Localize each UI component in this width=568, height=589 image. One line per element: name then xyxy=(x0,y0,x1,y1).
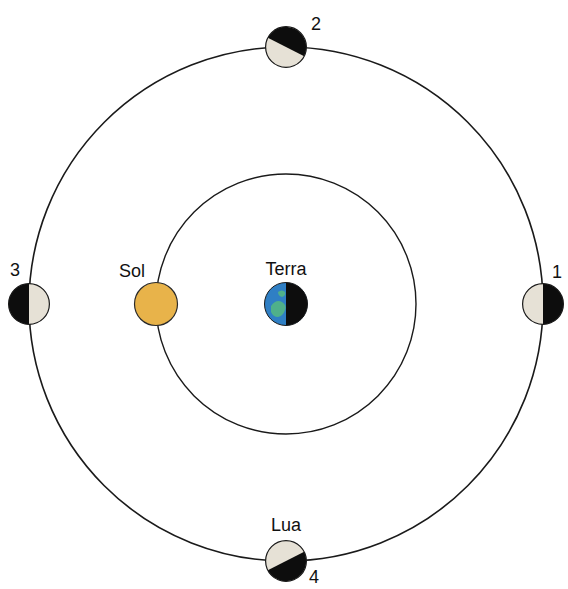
body-label: Lua xyxy=(271,516,301,534)
earth-night-side xyxy=(286,283,308,326)
moon-shape xyxy=(264,25,308,69)
moon-node: 2 xyxy=(264,25,308,69)
earth-node: Terra xyxy=(263,281,309,327)
moon-shape xyxy=(521,282,565,326)
moon-dark-side xyxy=(9,284,29,325)
moon-shape xyxy=(264,539,308,583)
sun-disc xyxy=(135,283,178,326)
moon-outline xyxy=(9,284,50,325)
sun-shape xyxy=(133,281,179,327)
sun-orbit xyxy=(156,174,416,434)
sun-node: Sol xyxy=(133,281,179,327)
callout-number: 4 xyxy=(309,568,319,586)
body-label: Terra xyxy=(265,260,306,278)
moon-orbit xyxy=(29,47,543,561)
moon-node: Lua4 xyxy=(264,539,308,583)
earth-land xyxy=(271,291,286,318)
moon-outline xyxy=(266,541,307,582)
moon-dark-side xyxy=(543,284,563,325)
moon-node: 3 xyxy=(7,282,51,326)
moon-lit-side xyxy=(9,284,50,325)
earth-outline xyxy=(265,283,308,326)
moon-outline xyxy=(266,27,307,68)
earth-day-side xyxy=(265,283,308,326)
callout-number: 3 xyxy=(10,261,20,279)
moon-lit-side xyxy=(266,541,307,582)
callout-number: 1 xyxy=(552,263,562,281)
moon-outline xyxy=(523,284,564,325)
moon-shape xyxy=(7,282,51,326)
body-label: Sol xyxy=(119,262,145,280)
moon-lit-side xyxy=(523,284,564,325)
callout-number: 2 xyxy=(311,15,321,33)
moon-node: 1 xyxy=(521,282,565,326)
moon-lit-side xyxy=(266,27,307,68)
earth-shape xyxy=(263,281,309,327)
